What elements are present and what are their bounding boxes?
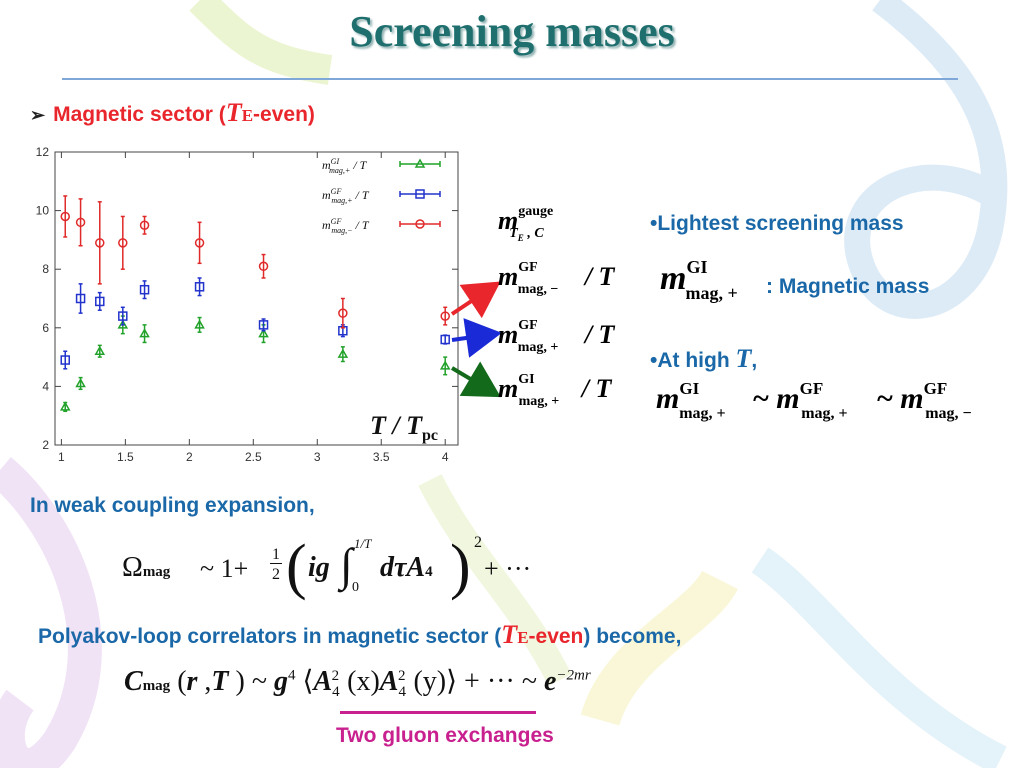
x-tick-label: 1.5 — [117, 450, 134, 464]
legend-marker — [414, 158, 426, 168]
polyakov-loop-text: Polyakov-loop correlators in magnetic se… — [38, 620, 681, 650]
math-mass-equivalence: mGImag, + ~ mGFmag, + ~ mGFmag, − — [656, 379, 972, 422]
arrow-bullet-icon: ➢ — [30, 105, 46, 125]
math-m-gi-mag-plus: mGImag, + — [660, 257, 738, 303]
data-point — [194, 319, 205, 329]
data-point — [75, 217, 86, 228]
two-gluon-label: Two gluon exchanges — [336, 724, 554, 747]
x-tick-label: 3 — [314, 450, 321, 464]
x-tick-label: 2.5 — [245, 450, 262, 464]
data-point — [337, 348, 349, 358]
data-point — [60, 355, 70, 365]
poly-sub: E — [517, 628, 529, 647]
x-tick-label: 3.5 — [373, 450, 390, 464]
plot-frame — [54, 151, 459, 446]
data-point — [139, 220, 150, 230]
data-point — [439, 360, 451, 370]
x-tick-label: 4 — [442, 450, 449, 464]
two-gluon-underline — [340, 711, 536, 714]
data-point — [440, 334, 450, 345]
data-point — [75, 377, 86, 388]
bullet2-text: •At high — [650, 349, 736, 372]
data-point — [139, 284, 150, 295]
data-point — [75, 293, 86, 304]
label-m-gf-plus: mGFmag, + / T — [498, 318, 615, 355]
data-point — [95, 238, 105, 248]
correlator-equation: Cmag (r ,T ) ~ g4 ⟨A42(x)A42(y)⟩ + ··· ~… — [124, 666, 591, 700]
label-m-gauge: mgaugeTE , C — [498, 204, 554, 243]
data-point — [118, 311, 128, 321]
magnetic-sector-heading: ➢ Magnetic sector (TE-even) — [30, 98, 315, 128]
y-tick-label: 12 — [36, 145, 50, 159]
data-point — [258, 261, 269, 272]
data-point — [258, 328, 269, 338]
legend-marker — [415, 219, 425, 229]
y-tick-label: 4 — [42, 379, 49, 393]
data-point — [338, 308, 348, 318]
y-tick-label: 2 — [42, 438, 49, 452]
label-m-gf-minus: mGFmag, − / T — [498, 260, 615, 297]
slide-title: Screening masses — [349, 7, 675, 56]
data-point — [440, 311, 450, 321]
y-tick-label: 10 — [36, 204, 50, 218]
series-1 — [60, 277, 450, 370]
weak-coupling-text: In weak coupling expansion, — [30, 494, 315, 517]
omega-equation: Ωmag ~ 1+ 1 2 ( ig ∫ 1/T 0 dτA4 ) 2 + ··… — [122, 533, 532, 601]
sector-suffix: -even) — [253, 103, 315, 126]
magnetic-mass-text: : Magnetic mass — [766, 275, 930, 298]
bullet2-t: T — [735, 344, 752, 373]
data-point — [94, 345, 106, 355]
y-tick-label: 8 — [42, 262, 49, 276]
sector-prefix: Magnetic sector ( — [53, 103, 226, 126]
data-point — [59, 401, 71, 411]
title-divider — [62, 78, 958, 80]
sector-sub: E — [241, 106, 254, 125]
data-point — [118, 238, 128, 248]
data-point — [139, 328, 150, 338]
poly-even: -even — [528, 625, 584, 648]
data-point — [194, 282, 205, 292]
bullet-at-high-t: •At high T, — [650, 344, 757, 374]
poly-prefix: Polyakov-loop correlators in magnetic se… — [38, 625, 502, 648]
poly-suffix: ) become, — [583, 625, 682, 648]
sector-t: T — [225, 98, 242, 127]
y-tick-label: 6 — [42, 321, 49, 335]
data-point — [258, 320, 269, 330]
bullet-lightest-mass: •Lightest screening mass — [650, 212, 904, 235]
label-m-gi-plus: mGImag, + / T — [498, 372, 612, 409]
poly-t: T — [501, 620, 518, 649]
data-point — [95, 296, 105, 307]
data-point — [60, 211, 70, 222]
x-tick-label: 1 — [58, 450, 65, 464]
x-tick-label: 2 — [186, 450, 193, 464]
legend-marker — [415, 189, 425, 199]
bullet2-comma: , — [751, 349, 758, 372]
data-point — [194, 238, 205, 248]
series-2 — [60, 195, 450, 329]
